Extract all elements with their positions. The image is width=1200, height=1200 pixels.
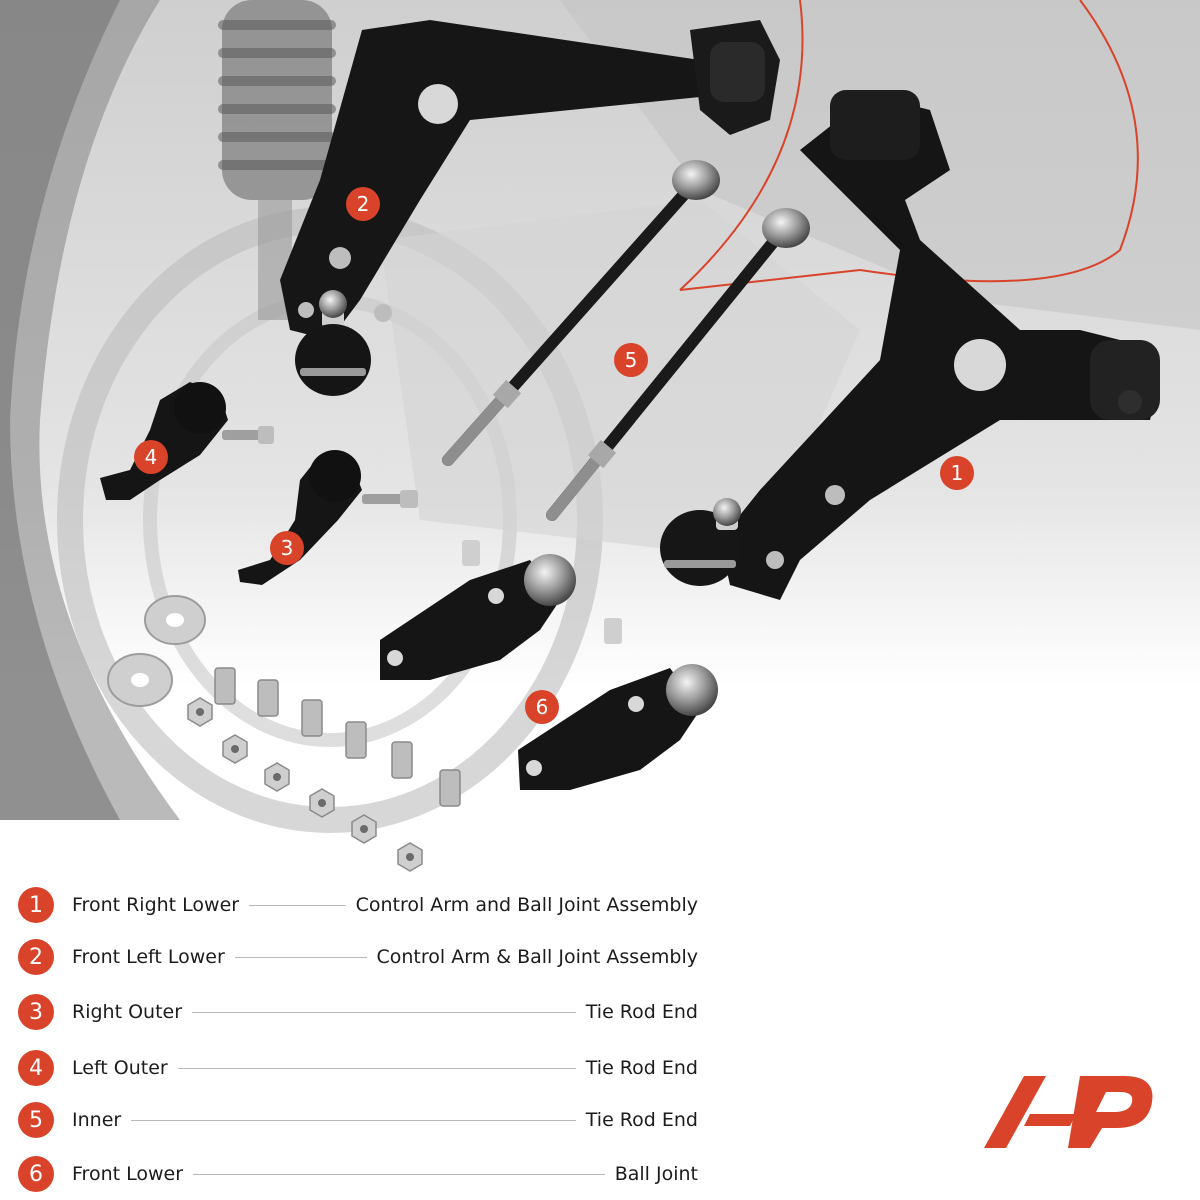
legend-item-position: Front Left Lower xyxy=(72,946,225,968)
legend-item-position: Right Outer xyxy=(72,1001,183,1023)
legend-item-3: 3 Right Outer Tie Rod End xyxy=(18,992,698,1032)
legend-item-position: Front Right Lower xyxy=(72,894,240,916)
control-arm-right xyxy=(660,90,1160,600)
legend-badge-2: 2 xyxy=(18,939,54,975)
legend-item-part: Control Arm and Ball Joint Assembly xyxy=(355,894,698,916)
leader-line xyxy=(192,1011,576,1013)
leader-line xyxy=(177,1067,576,1069)
legend-item-position: Left Outer xyxy=(72,1057,168,1079)
callout-badge-3: 3 xyxy=(270,531,304,565)
zoom-arc-right xyxy=(859,0,1139,283)
leader-line xyxy=(249,904,346,906)
tire-shape xyxy=(0,0,180,820)
inner-tie-rod-2 xyxy=(546,208,810,521)
legend-badge-4: 4 xyxy=(18,1050,54,1086)
legend-item-part: Control Arm & Ball Joint Assembly xyxy=(376,946,699,968)
zoom-line xyxy=(679,269,861,291)
outer-tie-rod-end-left xyxy=(100,382,274,500)
legend-item-4: 4 Left Outer Tie Rod End xyxy=(18,1048,698,1088)
legend-item-position: Inner xyxy=(72,1109,122,1131)
legend-badge-5: 5 xyxy=(18,1102,54,1138)
hardware-kit xyxy=(107,595,461,872)
leader-line xyxy=(234,956,367,958)
strut-boot-ribs xyxy=(218,20,336,170)
ball-joint-lower xyxy=(518,618,718,790)
leader-line xyxy=(193,1173,605,1175)
legend-item-1: 1 Front Right Lower Control Arm and Ball… xyxy=(18,885,698,925)
legend-badge-6: 6 xyxy=(18,1156,54,1192)
callout-badge-4: 4 xyxy=(134,440,168,474)
tire-shape-inner xyxy=(0,0,120,820)
leader-line xyxy=(131,1119,576,1121)
a-premium-logo-icon xyxy=(984,1076,1153,1148)
callout-badge-5: 5 xyxy=(614,343,648,377)
legend-badge-3: 3 xyxy=(18,994,54,1030)
callout-badge-1: 1 xyxy=(940,456,974,490)
inner-tie-rod-1 xyxy=(442,160,720,466)
outer-tie-rod-end-right xyxy=(238,450,418,585)
legend-item-part: Ball Joint xyxy=(614,1163,698,1185)
callout-badge-6: 6 xyxy=(525,690,559,724)
legend-badge-1: 1 xyxy=(18,887,54,923)
legend-item-6: 6 Front Lower Ball Joint xyxy=(18,1154,698,1194)
zoom-arc-left xyxy=(679,0,804,291)
legend-item-part: Tie Rod End xyxy=(585,1001,698,1023)
legend-item-part: Tie Rod End xyxy=(585,1057,698,1079)
legend-item-part: Tie Rod End xyxy=(585,1109,698,1131)
legend-item-2: 2 Front Left Lower Control Arm & Ball Jo… xyxy=(18,937,698,977)
ball-joint-upper xyxy=(380,540,576,680)
legend-item-position: Front Lower xyxy=(72,1163,184,1185)
legend-item-5: 5 Inner Tie Rod End xyxy=(18,1100,698,1140)
control-arm-left xyxy=(280,20,780,396)
callout-badge-2: 2 xyxy=(346,187,380,221)
